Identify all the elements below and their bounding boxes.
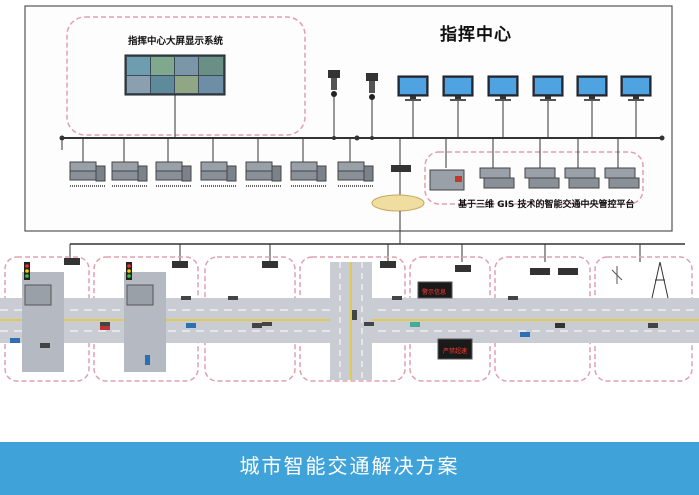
radio-tower-icon [611,261,669,299]
vms-sign [417,281,473,360]
platform-server-icon [429,167,640,191]
title-banner [0,442,699,495]
command-center-title: 指挥中心 [440,25,512,45]
server-rack-icon [69,161,375,187]
monitor-icon [397,75,652,102]
ptz-camera-icon [328,70,378,100]
vms-sign-text-2: 严禁超速 [443,348,468,355]
roadside-camera-icon [100,296,518,326]
traffic-light-icon [24,262,154,306]
banner-title: 城市智能交通解决方案 [239,454,460,478]
server-drops [82,138,619,168]
network-switch-icon [391,165,411,195]
display-system-label: 指挥中心大屏显示系统 [128,36,224,47]
road [0,262,699,380]
vehicles [10,310,658,365]
command-center-frame [24,5,673,232]
vms-sign-text-1: 警示信息 [422,289,447,296]
display-system-area [66,16,306,136]
platform-area [424,151,644,205]
network-switch-icon [64,258,578,275]
field-drops [69,244,641,262]
network-cloud-icon [371,194,425,244]
platform-label: 基于三维 GIS 技术的智能交通中央管控平台 [458,200,635,210]
workstation-drops [333,95,637,138]
bus-markers [59,135,665,141]
video-wall [124,54,226,138]
